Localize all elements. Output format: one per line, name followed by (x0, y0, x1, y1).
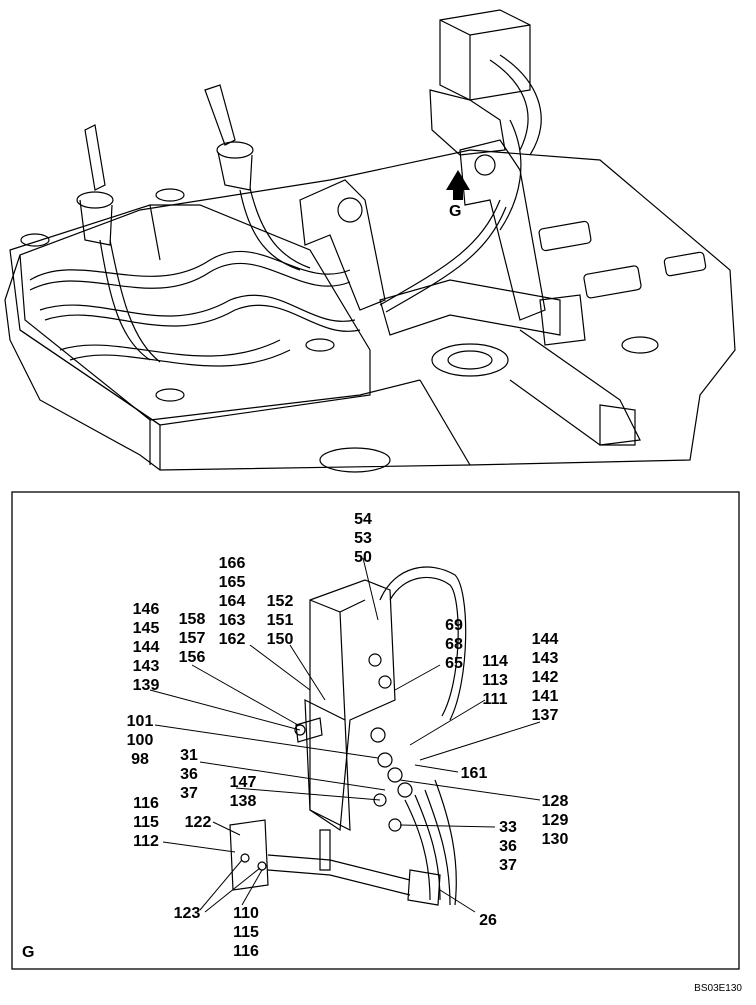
callout-number: 115 (133, 814, 159, 831)
callout-number: 141 (532, 688, 559, 705)
callout-number: 36 (180, 766, 198, 783)
view-arrow-g (446, 170, 470, 200)
callout-number: 123 (174, 905, 201, 922)
callout-number: 152 (267, 593, 294, 610)
callout-labels: 54 53 50 166 165 164 163 162 152 151 150 146 145 144 1… (127, 511, 569, 960)
callout-number: 144 (133, 639, 160, 656)
callout-number: 143 (133, 658, 160, 675)
detail-view-label: G (22, 944, 34, 961)
upper-structure-overview (4, 9, 736, 473)
callout-number: 138 (230, 793, 257, 810)
callout-number: 110 (233, 905, 259, 922)
callout-number: 33 (499, 819, 517, 836)
callout-number: 50 (354, 549, 372, 566)
callout-number: 129 (542, 812, 569, 829)
callout-number: 165 (219, 574, 246, 591)
leader-lines (149, 557, 541, 913)
callout-number: 139 (133, 677, 160, 694)
callout-number: 37 (499, 857, 517, 874)
callout-number: 115 (233, 924, 259, 941)
callout-number: 100 (127, 732, 154, 749)
callout-number: 150 (267, 631, 294, 648)
callout-number: 128 (542, 793, 569, 810)
callout-number: 146 (133, 601, 160, 618)
callout-number: 151 (267, 612, 294, 629)
callout-number: 147 (230, 774, 257, 791)
callout-number: 161 (461, 765, 488, 782)
callout-number: 116 (133, 795, 159, 812)
callout-number: 158 (179, 611, 206, 628)
callout-number: 26 (479, 912, 497, 929)
callout-number: 122 (185, 814, 212, 831)
callout-number: 164 (219, 593, 246, 610)
callout-number: 163 (219, 612, 246, 629)
callout-number: 101 (127, 713, 154, 730)
callout-number: 54 (354, 511, 372, 528)
callout-number: 36 (499, 838, 517, 855)
callout-number: 144 (532, 631, 559, 648)
callout-number: 143 (532, 650, 559, 667)
callout-number: 162 (219, 631, 246, 648)
callout-number: 111 (483, 691, 508, 708)
callout-number: 68 (445, 636, 463, 653)
callout-number: 114 (482, 653, 508, 670)
callout-number: 166 (219, 555, 246, 572)
callout-number: 116 (233, 943, 259, 960)
view-arrow-label: G (449, 203, 461, 220)
callout-number: 156 (179, 649, 206, 666)
callout-number: 142 (532, 669, 559, 686)
callout-number: 145 (133, 620, 160, 637)
callout-number: 113 (482, 672, 508, 689)
callout-number: 137 (532, 707, 559, 724)
callout-number: 112 (133, 833, 159, 850)
control-valve-detail (229, 566, 467, 906)
detail-view-frame (11, 491, 740, 970)
callout-number: 31 (180, 747, 198, 764)
callout-number: 98 (131, 751, 149, 768)
callout-number: 65 (445, 655, 463, 672)
callout-number: 69 (445, 617, 463, 634)
callout-number: 130 (542, 831, 569, 848)
figure-reference: BS03E130 (694, 983, 742, 994)
callout-number: 157 (179, 630, 206, 647)
callout-number: 37 (180, 785, 198, 802)
callout-number: 53 (354, 530, 372, 547)
